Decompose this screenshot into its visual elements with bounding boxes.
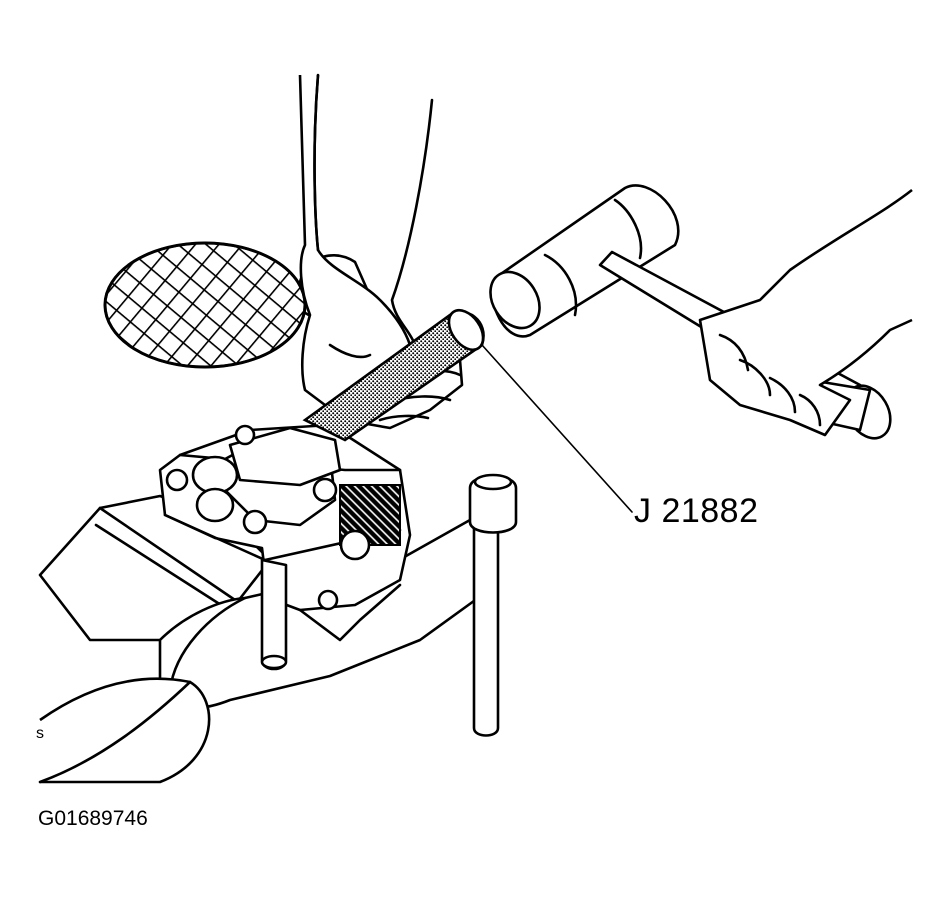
oil-pump [158,423,412,671]
figure-id: G01689746 [38,807,148,830]
tool-label: J 21882 [634,492,759,530]
edge-mark: s [36,725,44,742]
support-rod [468,473,518,737]
installer-tool [302,308,633,513]
left-hand [298,73,464,430]
right-hand [698,188,913,437]
